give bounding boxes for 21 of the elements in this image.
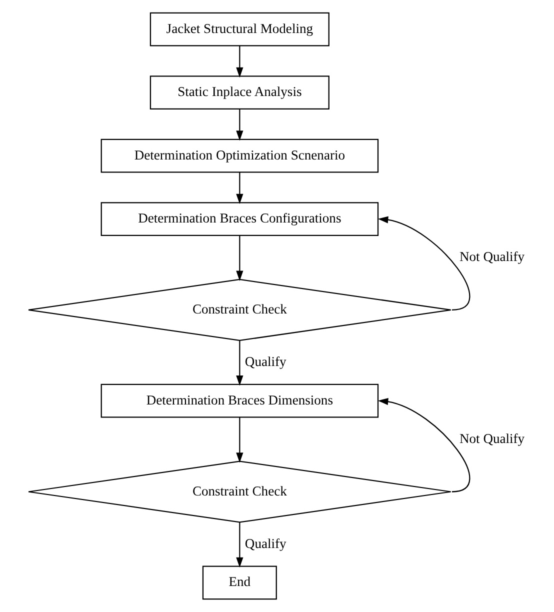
arrow bbox=[377, 398, 470, 492]
edge-label: Qualify bbox=[244, 354, 286, 369]
node-box: Jacket Structural Modeling bbox=[149, 12, 329, 46]
arrow bbox=[236, 417, 243, 463]
arrow bbox=[236, 522, 243, 568]
arrow bbox=[377, 216, 470, 310]
node-box: End bbox=[202, 566, 276, 600]
node-box: Determination Braces Configurations bbox=[100, 202, 378, 236]
node-diamond: Constraint Check bbox=[27, 460, 451, 523]
edge-label: Qualify bbox=[244, 536, 286, 551]
edge-label: Not Qualify bbox=[458, 430, 524, 446]
arrow bbox=[236, 109, 243, 141]
node-box: Determination Braces Dimensions bbox=[100, 384, 378, 418]
arrow bbox=[236, 46, 243, 78]
edge-label: Not Qualify bbox=[458, 248, 524, 264]
node-box: Static Inplace Analysis bbox=[149, 76, 329, 110]
arrow bbox=[236, 172, 243, 204]
arrow bbox=[236, 340, 243, 386]
node-box: Determination Optimization Scnenario bbox=[100, 138, 378, 173]
node-diamond: Constraint Check bbox=[27, 278, 451, 342]
arrow bbox=[236, 236, 243, 281]
